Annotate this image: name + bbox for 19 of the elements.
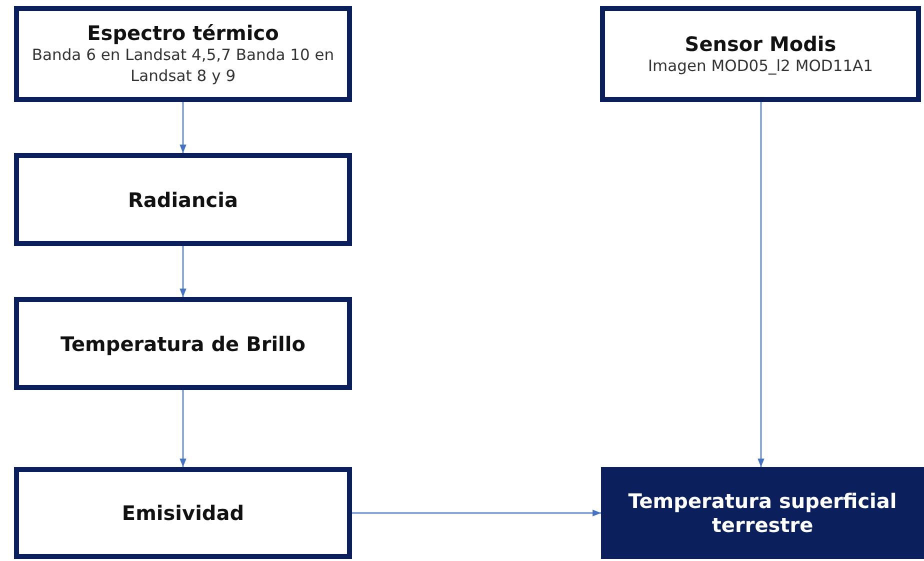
box-title: Temperatura de Brillo: [60, 332, 306, 356]
box-title: Temperatura superficial terrestre: [627, 489, 898, 537]
box-description: Imagen MOD05_l2 MOD11A1: [646, 56, 874, 76]
process-box: [14, 467, 352, 559]
process-box: [600, 6, 921, 102]
process-box: [14, 153, 352, 246]
arrow: [758, 102, 764, 467]
arrow: [180, 246, 186, 297]
box-title: Espectro térmico: [87, 21, 279, 46]
box-title: Sensor Modis: [684, 32, 836, 56]
box-title: Radiancia: [128, 188, 238, 212]
process-box: [14, 6, 352, 102]
process-box: [14, 297, 352, 390]
arrow: [352, 510, 601, 516]
arrow: [180, 102, 186, 153]
box-title: Emisividad: [122, 501, 244, 525]
result-box: [601, 467, 924, 559]
box-description: Banda 6 en Landsat 4,5,7 Banda 10 en Landsat 8 y 9: [30, 45, 336, 87]
arrow: [180, 390, 186, 467]
